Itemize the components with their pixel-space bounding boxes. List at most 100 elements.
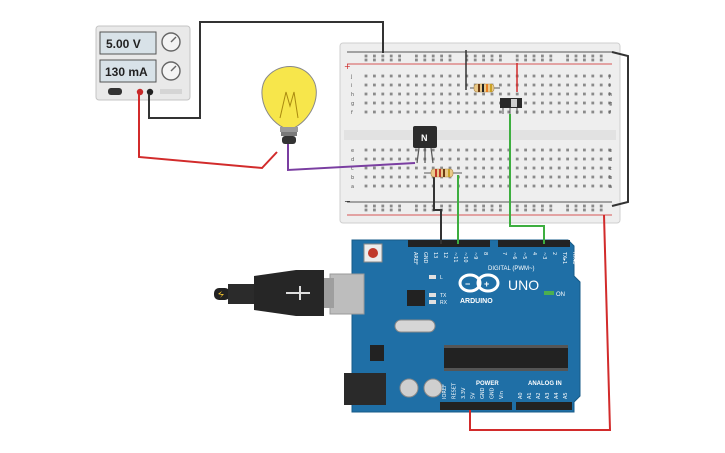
terminal-hole[interactable] [482,166,485,170]
terminal-hole[interactable] [406,166,410,170]
rail-hole[interactable] [448,204,452,208]
terminal-hole[interactable] [465,110,469,114]
rail-hole[interactable] [482,54,485,58]
terminal-hole[interactable] [532,148,536,152]
terminal-hole[interactable] [566,175,569,179]
terminal-hole[interactable] [566,92,569,96]
terminal-hole[interactable] [599,74,603,78]
terminal-hole[interactable] [490,175,494,179]
rail-hole[interactable] [431,54,435,58]
rail-hole[interactable] [583,204,586,208]
terminal-hole[interactable] [423,175,427,179]
terminal-hole[interactable] [406,74,410,78]
rail-hole[interactable] [398,208,401,212]
terminal-hole[interactable] [373,74,376,78]
rail-hole[interactable] [398,204,401,208]
terminal-hole[interactable] [440,83,443,87]
terminal-hole[interactable] [373,184,376,188]
terminal-hole[interactable] [574,92,578,96]
terminal-hole[interactable] [549,175,553,179]
terminal-hole[interactable] [473,101,477,105]
terminal-hole[interactable] [398,101,401,105]
rail-hole[interactable] [499,208,502,212]
rail-hole[interactable] [574,58,578,62]
terminal-hole[interactable] [381,74,385,78]
terminal-hole[interactable] [406,184,410,188]
terminal-hole[interactable] [431,101,435,105]
terminal-hole[interactable] [532,101,536,105]
terminal-hole[interactable] [574,83,578,87]
terminal-hole[interactable] [524,166,527,170]
terminal-hole[interactable] [490,148,494,152]
terminal-hole[interactable] [583,110,586,114]
terminal-hole[interactable] [566,166,569,170]
terminal-hole[interactable] [482,175,485,179]
rail-hole[interactable] [473,58,477,62]
rail-hole[interactable] [574,208,578,212]
terminal-hole[interactable] [490,166,494,170]
terminal-hole[interactable] [431,166,435,170]
terminal-hole[interactable] [389,148,393,152]
terminal-hole[interactable] [532,175,536,179]
rail-hole[interactable] [465,208,469,212]
terminal-hole[interactable] [440,110,443,114]
terminal-hole[interactable] [557,92,561,96]
terminal-hole[interactable] [490,74,494,78]
terminal-hole[interactable] [574,175,578,179]
rail-hole[interactable] [440,204,443,208]
rail-hole[interactable] [440,54,443,58]
terminal-hole[interactable] [423,74,427,78]
terminal-hole[interactable] [364,175,368,179]
terminal-hole[interactable] [482,110,485,114]
terminal-hole[interactable] [608,184,611,188]
terminal-hole[interactable] [591,92,595,96]
terminal-hole[interactable] [541,74,544,78]
rail-hole[interactable] [574,54,578,58]
terminal-hole[interactable] [608,157,611,161]
terminal-hole[interactable] [381,166,385,170]
terminal-hole[interactable] [507,184,511,188]
rail-hole[interactable] [599,208,603,212]
terminal-hole[interactable] [423,110,427,114]
terminal-hole[interactable] [515,166,519,170]
terminal-hole[interactable] [591,184,595,188]
terminal-hole[interactable] [431,148,435,152]
terminal-hole[interactable] [473,157,477,161]
terminal-hole[interactable] [465,101,469,105]
terminal-hole[interactable] [473,166,477,170]
rail-hole[interactable] [599,204,603,208]
terminal-hole[interactable] [398,110,401,114]
rail-hole[interactable] [532,54,536,58]
light-bulb[interactable] [261,66,317,144]
rail-hole[interactable] [566,208,569,212]
terminal-hole[interactable] [406,175,410,179]
digital-header-right[interactable] [498,240,570,247]
terminal-hole[interactable] [490,110,494,114]
terminal-hole[interactable] [406,157,410,161]
rail-hole[interactable] [389,54,393,58]
terminal-hole[interactable] [482,157,485,161]
terminal-hole[interactable] [599,92,603,96]
terminal-hole[interactable] [541,166,544,170]
terminal-hole[interactable] [490,92,494,96]
terminal-hole[interactable] [406,101,410,105]
terminal-hole[interactable] [389,101,393,105]
terminal-hole[interactable] [465,184,469,188]
terminal-hole[interactable] [515,175,519,179]
terminal-hole[interactable] [465,166,469,170]
terminal-hole[interactable] [499,175,502,179]
terminal-hole[interactable] [549,148,553,152]
terminal-hole[interactable] [591,74,595,78]
terminal-hole[interactable] [398,184,401,188]
rail-hole[interactable] [364,208,368,212]
rail-hole[interactable] [591,58,595,62]
terminal-hole[interactable] [457,101,460,105]
power-header[interactable] [440,402,512,410]
terminal-hole[interactable] [499,74,502,78]
terminal-hole[interactable] [423,166,427,170]
terminal-hole[interactable] [608,175,611,179]
terminal-hole[interactable] [473,110,477,114]
wire-bulb-collector[interactable] [287,144,416,172]
terminal-hole[interactable] [431,92,435,96]
